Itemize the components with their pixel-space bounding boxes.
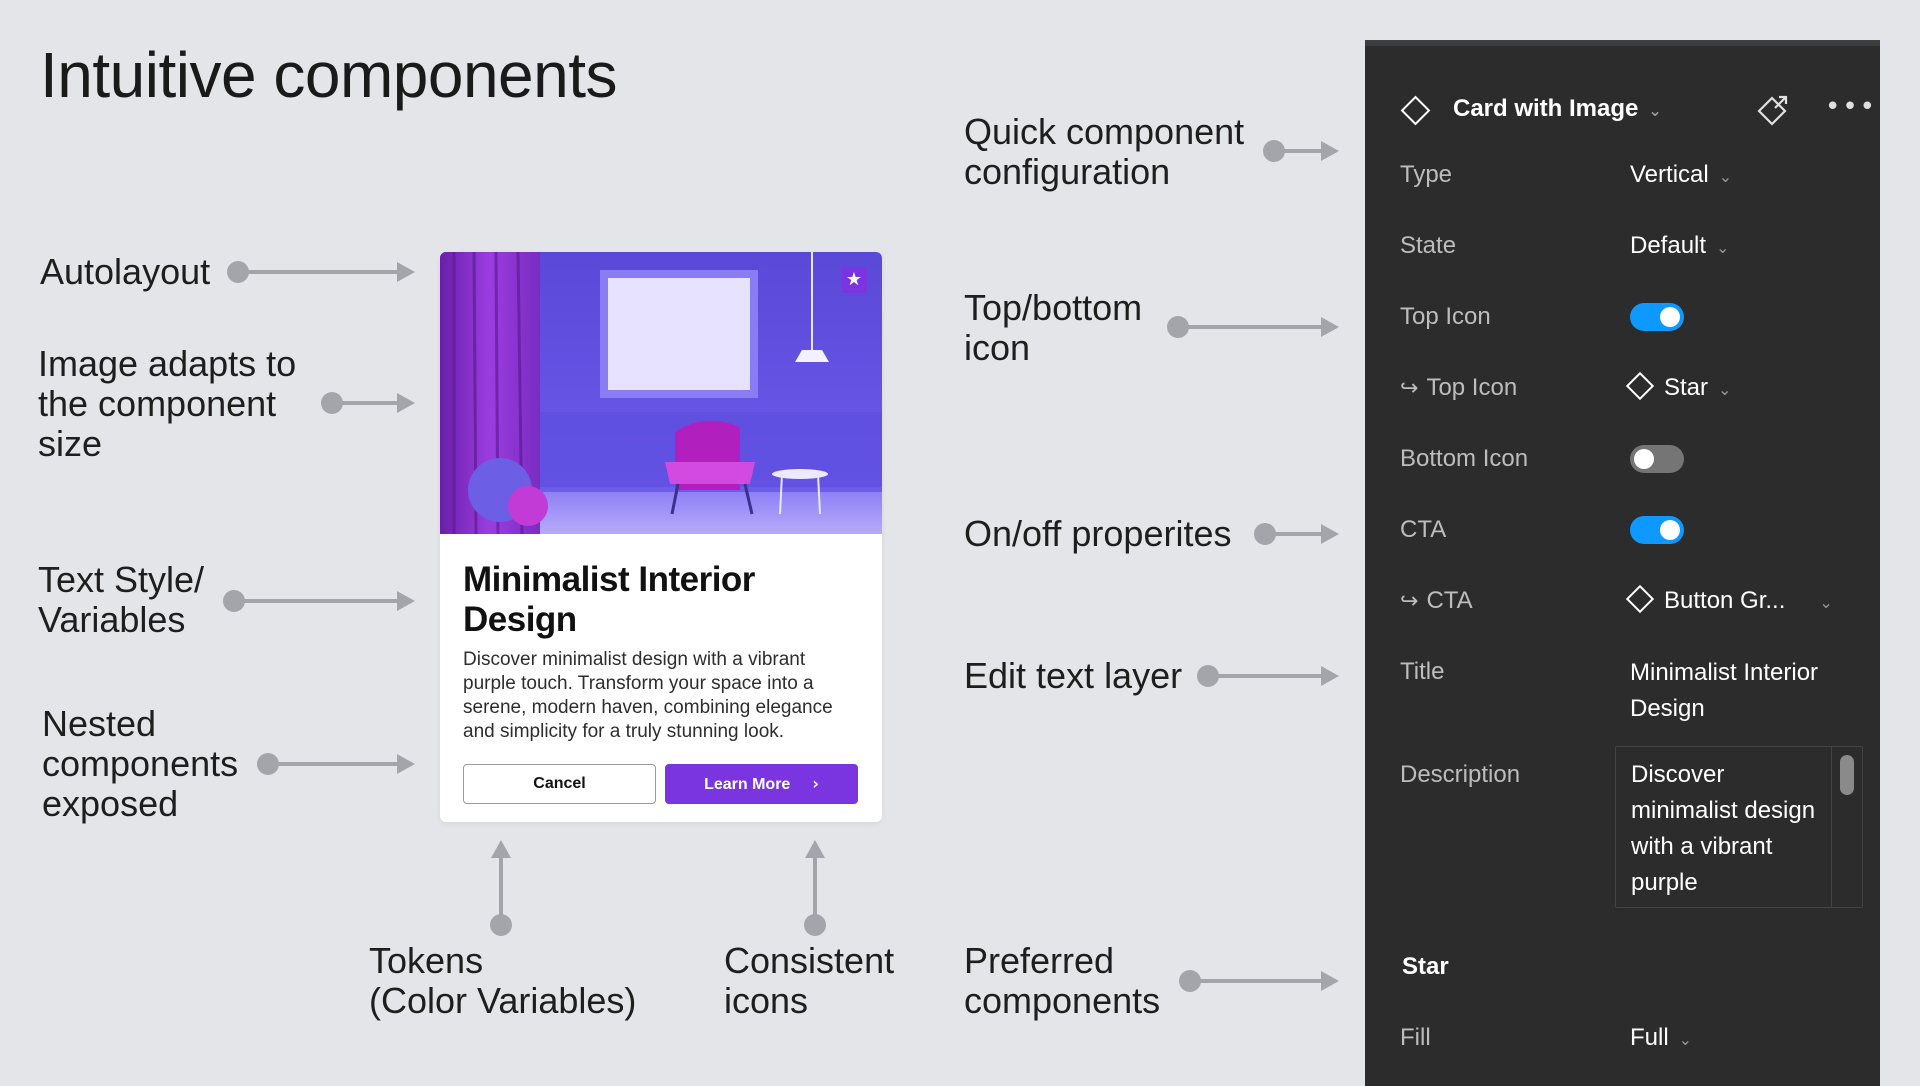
chevron-down-icon: ⌄ bbox=[1716, 238, 1730, 257]
component-selector[interactable]: Card with Image ⌄ bbox=[1453, 95, 1662, 123]
prop-label-state: State bbox=[1400, 232, 1457, 259]
annotation-edit-text: Edit text layer bbox=[964, 655, 1183, 696]
arrow-text-style bbox=[223, 589, 415, 613]
annotation-autolayout: Autolayout bbox=[40, 251, 211, 292]
prop-row-top-icon-swap: ↪Top Icon Star ⌄ bbox=[1365, 371, 1880, 413]
prop-label-fill: Fill bbox=[1400, 1024, 1431, 1051]
prop-row-description: Description bbox=[1365, 760, 1880, 800]
chevron-down-icon: ⌄ bbox=[1678, 1030, 1693, 1049]
state-value: Default bbox=[1630, 232, 1707, 259]
prop-row-fill: Fill Full ⌄ bbox=[1365, 1023, 1880, 1063]
prop-label-top-icon: Top Icon bbox=[1400, 303, 1491, 330]
arrow-top-bottom-icon bbox=[1167, 315, 1339, 339]
type-value: Vertical bbox=[1630, 161, 1709, 188]
type-dropdown[interactable]: Vertical ⌄ bbox=[1630, 160, 1732, 192]
prop-row-top-icon: Top Icon bbox=[1365, 302, 1880, 342]
card-image bbox=[440, 252, 882, 534]
chevron-down-icon: ⌄ bbox=[1718, 380, 1732, 399]
prop-label-title: Title bbox=[1400, 658, 1445, 685]
prop-label-type: Type bbox=[1400, 161, 1453, 188]
instance-swap-icon: ↪ bbox=[1400, 376, 1419, 401]
component-icon bbox=[1625, 584, 1655, 614]
panel-header: Card with Image ⌄ ••• bbox=[1365, 92, 1880, 132]
edit-component-icon[interactable] bbox=[1755, 94, 1789, 128]
top-icon-toggle[interactable] bbox=[1630, 303, 1684, 331]
section-title-star: Star bbox=[1402, 953, 1449, 980]
arrow-consistent-icons bbox=[803, 840, 827, 936]
prop-row-title: Title Minimalist Interior Design bbox=[1365, 657, 1880, 722]
learn-more-button[interactable]: Learn More › bbox=[665, 764, 858, 804]
prop-label-cta-swap: ↪CTA bbox=[1400, 587, 1473, 614]
state-dropdown[interactable]: Default ⌄ bbox=[1630, 231, 1729, 263]
chevron-down-icon: ⌄ bbox=[1648, 101, 1662, 120]
prop-label-top-icon-swap: ↪Top Icon bbox=[1400, 374, 1518, 401]
card-preview: ★ Minimalist Interior Design Discover mi… bbox=[440, 252, 882, 822]
prop-row-cta: CTA bbox=[1365, 515, 1880, 555]
learn-more-label: Learn More bbox=[704, 776, 791, 793]
description-value: Discover minimalist design with a vibran… bbox=[1631, 761, 1816, 896]
page-title: Intuitive components bbox=[40, 39, 618, 111]
prop-row-state: State Default ⌄ bbox=[1365, 231, 1880, 271]
top-icon-swap-value: Star bbox=[1664, 374, 1709, 401]
cta-toggle[interactable] bbox=[1630, 516, 1684, 544]
fill-value: Full bbox=[1630, 1024, 1669, 1051]
properties-panel: Card with Image ⌄ ••• Type Vertical ⌄ Stat… bbox=[1365, 40, 1880, 1086]
arrow-nested bbox=[257, 752, 415, 776]
more-options-icon[interactable]: ••• bbox=[1825, 92, 1878, 122]
top-icon-swap-dropdown[interactable]: Star ⌄ bbox=[1625, 371, 1732, 405]
prop-label-description: Description bbox=[1400, 761, 1521, 788]
arrow-onoff bbox=[1254, 522, 1339, 546]
arrow-autolayout bbox=[227, 260, 415, 284]
chevron-down-icon: ⌄ bbox=[1819, 593, 1833, 612]
section-star: Star bbox=[1365, 952, 1880, 992]
annotation-onoff: On/off properites bbox=[964, 513, 1232, 554]
card-description: Discover minimalist design with a vibran… bbox=[463, 649, 833, 742]
annotation-tokens: Tokens(Color Variables) bbox=[369, 940, 637, 1021]
cta-swap-dropdown[interactable]: Button Gr... ⌄ bbox=[1625, 584, 1833, 618]
arrow-preferred bbox=[1179, 969, 1339, 993]
chevron-right-icon: › bbox=[812, 774, 819, 793]
description-scrollbar[interactable] bbox=[1840, 755, 1854, 795]
arrow-image-adapts bbox=[321, 391, 415, 415]
description-textarea[interactable]: Discover minimalist design with a vibran… bbox=[1615, 746, 1863, 908]
fill-dropdown[interactable]: Full ⌄ bbox=[1630, 1023, 1692, 1055]
cta-swap-value: Button Gr... bbox=[1664, 587, 1786, 614]
card-title: Minimalist Interior Design bbox=[463, 560, 755, 639]
prop-label-cta: CTA bbox=[1400, 516, 1447, 543]
prop-row-cta-swap: ↪CTA Button Gr... ⌄ bbox=[1365, 584, 1880, 626]
prop-label-bottom-icon: Bottom Icon bbox=[1400, 445, 1529, 472]
prop-row-bottom-icon: Bottom Icon bbox=[1365, 444, 1880, 484]
chevron-down-icon: ⌄ bbox=[1718, 167, 1733, 186]
description-scroll-track bbox=[1831, 747, 1862, 907]
arrow-tokens bbox=[489, 840, 513, 936]
component-icon bbox=[1625, 371, 1655, 401]
arrow-quick-config bbox=[1263, 139, 1339, 163]
component-icon bbox=[1400, 95, 1440, 126]
instance-swap-icon: ↪ bbox=[1400, 589, 1419, 614]
arrow-edit-text bbox=[1197, 664, 1339, 688]
bottom-icon-toggle[interactable] bbox=[1630, 445, 1684, 473]
cancel-button[interactable]: Cancel bbox=[463, 764, 656, 804]
annotation-text-style: Text Style/Variables bbox=[38, 559, 205, 640]
title-text-input[interactable]: Minimalist Interior Design bbox=[1630, 659, 1819, 722]
component-name: Card with Image bbox=[1453, 95, 1639, 122]
star-icon: ★ bbox=[841, 267, 867, 293]
prop-row-type: Type Vertical ⌄ bbox=[1365, 160, 1880, 200]
